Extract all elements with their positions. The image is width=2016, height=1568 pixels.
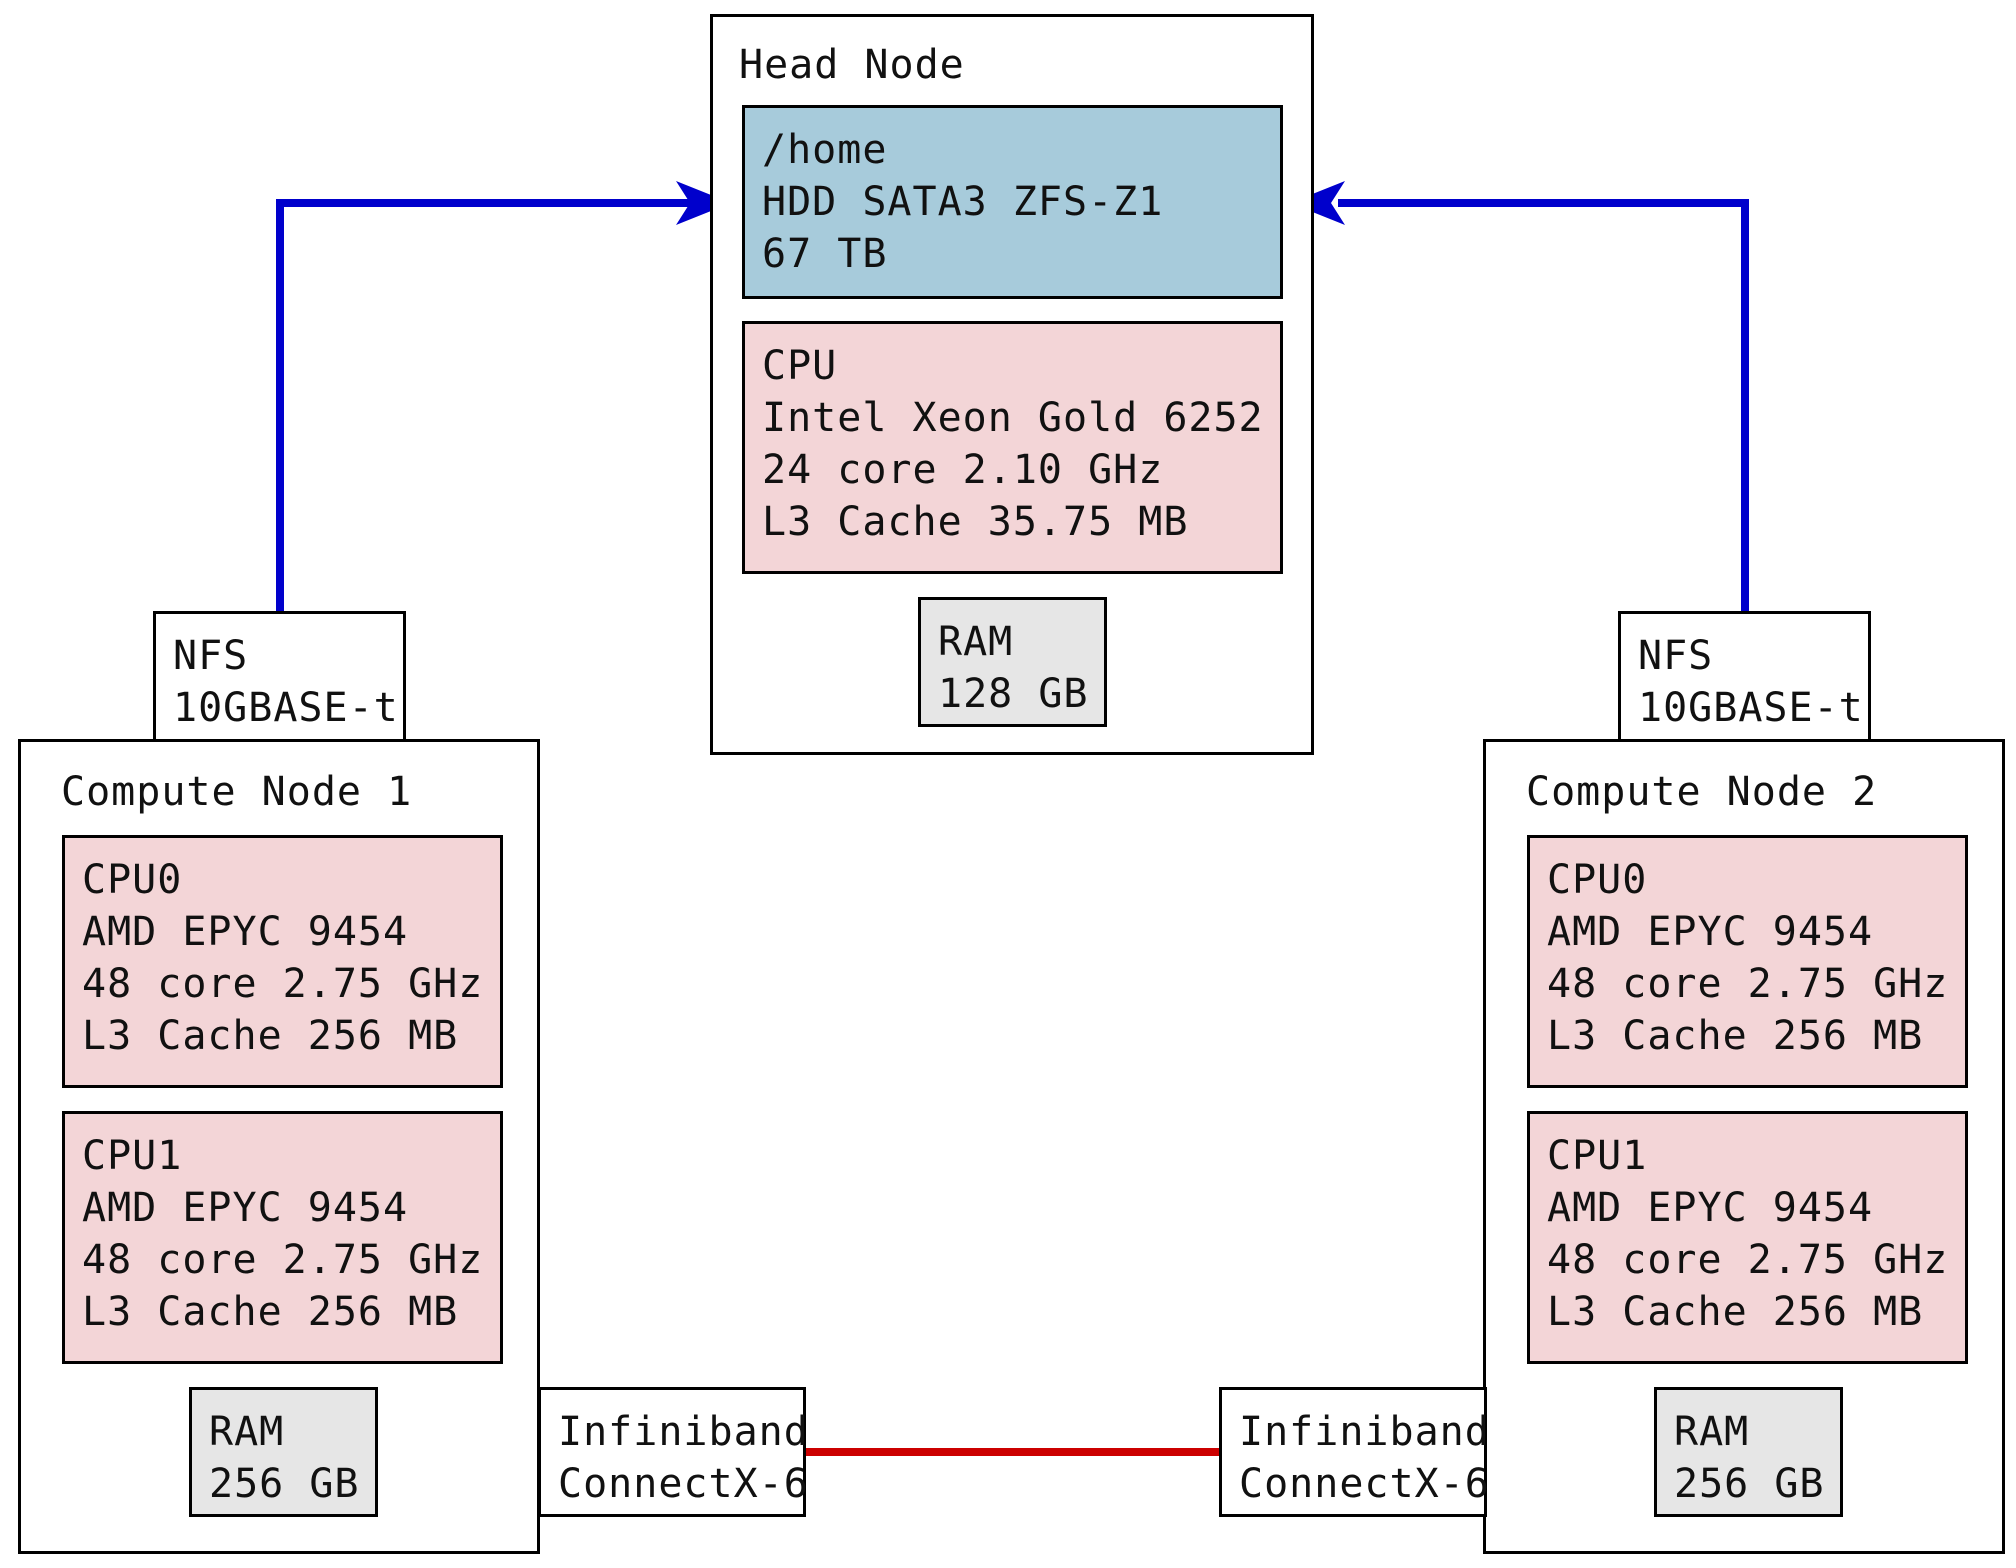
nfs-link-1-arrowhead <box>676 181 731 225</box>
nfs-label: NFS <box>1638 633 1714 679</box>
infiniband-label: Infiniband <box>558 1409 809 1455</box>
cpu-cores: 48 core 2.75 GHz <box>1547 1237 1949 1283</box>
nfs-link-2 <box>1338 199 1749 617</box>
storage-type: HDD SATA3 ZFS-Z1 <box>762 179 1164 225</box>
cpu-cache: L3 Cache 256 MB <box>82 1289 459 1335</box>
storage-mount: /home <box>762 127 888 173</box>
compute-node-2-ram: RAM 256 GB <box>1654 1387 1843 1517</box>
compute-node-2-cpu1: CPU1 AMD EPYC 9454 48 core 2.75 GHz L3 C… <box>1527 1111 1968 1364</box>
nfs-speed: 10GBASE-t <box>173 685 399 731</box>
infiniband-label: Infiniband <box>1239 1409 1490 1455</box>
cpu-cache: L3 Cache 256 MB <box>82 1013 459 1059</box>
compute-node-1-ram: RAM 256 GB <box>189 1387 378 1517</box>
cpu-cores: 24 core 2.10 GHz <box>762 447 1164 493</box>
ram-label: RAM <box>938 619 1014 665</box>
nfs-link-2-arrowhead <box>1290 181 1345 225</box>
ram-label: RAM <box>1674 1409 1750 1455</box>
cpu-cache: L3 Cache 256 MB <box>1547 1289 1924 1335</box>
compute-node-1-title: Compute Node 1 <box>61 769 413 815</box>
infiniband-model: ConnectX-6 <box>1239 1461 1490 1507</box>
ram-size: 128 GB <box>938 671 1089 717</box>
compute-node-2-cpu0: CPU0 AMD EPYC 9454 48 core 2.75 GHz L3 C… <box>1527 835 1968 1088</box>
compute-node-2-title: Compute Node 2 <box>1526 769 1878 815</box>
compute-node-1-cpu1: CPU1 AMD EPYC 9454 48 core 2.75 GHz L3 C… <box>62 1111 503 1364</box>
cpu-cores: 48 core 2.75 GHz <box>82 961 484 1007</box>
cpu-cores: 48 core 2.75 GHz <box>82 1237 484 1283</box>
cpu-model: AMD EPYC 9454 <box>1547 909 1874 955</box>
head-node-ram: RAM 128 GB <box>918 597 1107 727</box>
ram-label: RAM <box>209 1409 285 1455</box>
cpu-cores: 48 core 2.75 GHz <box>1547 961 1949 1007</box>
head-node-storage: /home HDD SATA3 ZFS-Z1 67 TB <box>742 105 1283 299</box>
cpu-label: CPU1 <box>82 1133 183 1179</box>
compute-node-1-nfs: NFS 10GBASE-t <box>153 611 406 742</box>
cpu-label: CPU0 <box>1547 857 1648 903</box>
ram-size: 256 GB <box>209 1461 360 1507</box>
nfs-link-1 <box>276 199 690 611</box>
ram-size: 256 GB <box>1674 1461 1825 1507</box>
compute-node-2-infiniband: Infiniband ConnectX-6 <box>1219 1387 1490 1517</box>
cpu-model: Intel Xeon Gold 6252 <box>762 395 1264 441</box>
storage-capacity: 67 TB <box>762 231 888 277</box>
cpu-label: CPU <box>762 343 838 389</box>
compute-node-1-infiniband: Infiniband ConnectX-6 <box>538 1387 809 1517</box>
cpu-model: AMD EPYC 9454 <box>1547 1185 1874 1231</box>
cpu-cache: L3 Cache 256 MB <box>1547 1013 1924 1059</box>
nfs-speed: 10GBASE-t <box>1638 685 1864 731</box>
nfs-label: NFS <box>173 633 249 679</box>
cpu-cache: L3 Cache 35.75 MB <box>762 499 1189 545</box>
cpu-model: AMD EPYC 9454 <box>82 909 409 955</box>
cpu-label: CPU0 <box>82 857 183 903</box>
cpu-model: AMD EPYC 9454 <box>82 1185 409 1231</box>
compute-node-1-cpu0: CPU0 AMD EPYC 9454 48 core 2.75 GHz L3 C… <box>62 835 503 1088</box>
compute-node-2-nfs: NFS 10GBASE-t <box>1618 611 1871 742</box>
infiniband-model: ConnectX-6 <box>558 1461 809 1507</box>
head-node-cpu: CPU Intel Xeon Gold 6252 24 core 2.10 GH… <box>742 321 1283 574</box>
head-node-title: Head Node <box>739 42 965 88</box>
cpu-label: CPU1 <box>1547 1133 1648 1179</box>
